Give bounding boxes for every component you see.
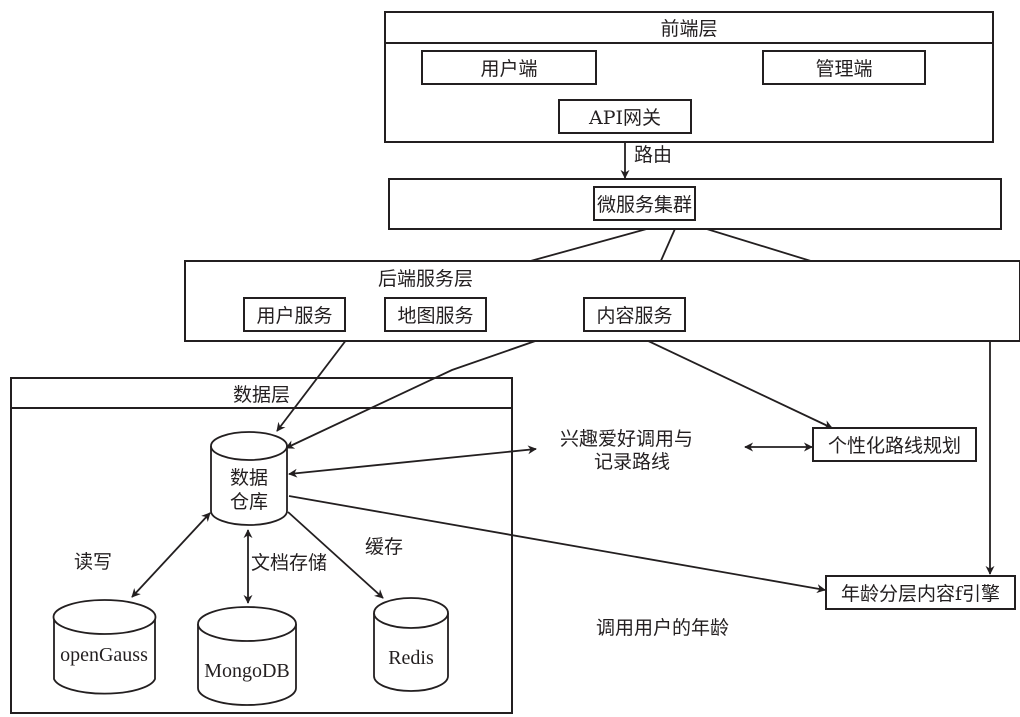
data-layer-title: 数据层 — [12, 379, 511, 409]
opengauss-label: openGauss — [60, 644, 148, 666]
interest-label-line1: 兴趣爱好调用与 — [560, 428, 694, 450]
doc-storage-label: 文档存储 — [251, 552, 328, 574]
map-service-node[interactable]: 地图服务 — [384, 297, 487, 332]
backend-layer-title: 后端服务层 — [378, 268, 474, 290]
arrow-warehouse-to-redis — [287, 511, 384, 599]
arrow-map-service-to-route-planning — [626, 330, 833, 429]
warehouse-label-line1: 数据 — [230, 467, 268, 489]
read-write-label: 读写 — [74, 551, 113, 573]
redis-cylinder — [373, 597, 449, 692]
arrow-map-service-to-warehouse — [285, 330, 565, 449]
warehouse-cylinder — [210, 431, 288, 526]
user-service-node[interactable]: 用户服务 — [243, 297, 346, 332]
data-layer: 数据层 — [10, 377, 513, 714]
cache-label: 缓存 — [365, 536, 404, 558]
warehouse-label-line2: 仓库 — [230, 491, 268, 513]
arrow-user-service-to-warehouse — [276, 330, 354, 432]
frontend-layer-title: 前端层 — [386, 13, 992, 44]
routing-label: 路由 — [634, 144, 673, 166]
admin-client-node[interactable]: 管理端 — [762, 50, 926, 85]
age-content-engine-node[interactable]: 年龄分层内容f引擎 — [825, 575, 1016, 610]
mongodb-cylinder — [197, 606, 297, 706]
user-age-label: 调用用户的年龄 — [596, 617, 730, 639]
api-gateway-node[interactable]: API网关 — [558, 99, 692, 134]
mongodb-label: MongoDB — [204, 660, 290, 682]
arrow-warehouse-interest — [288, 445, 537, 478]
redis-label: Redis — [388, 647, 434, 669]
arrow-warehouse-to-age-engine — [288, 495, 826, 594]
microservice-cluster-node[interactable]: 微服务集群 — [593, 186, 696, 221]
interest-label-line2: 记录路线 — [594, 451, 671, 473]
content-service-node[interactable]: 内容服务 — [583, 297, 686, 332]
opengauss-cylinder — [52, 599, 157, 695]
arrow-warehouse-opengauss — [131, 512, 211, 598]
user-client-node[interactable]: 用户端 — [421, 50, 597, 85]
personalized-route-planning-node[interactable]: 个性化路线规划 — [812, 427, 977, 462]
